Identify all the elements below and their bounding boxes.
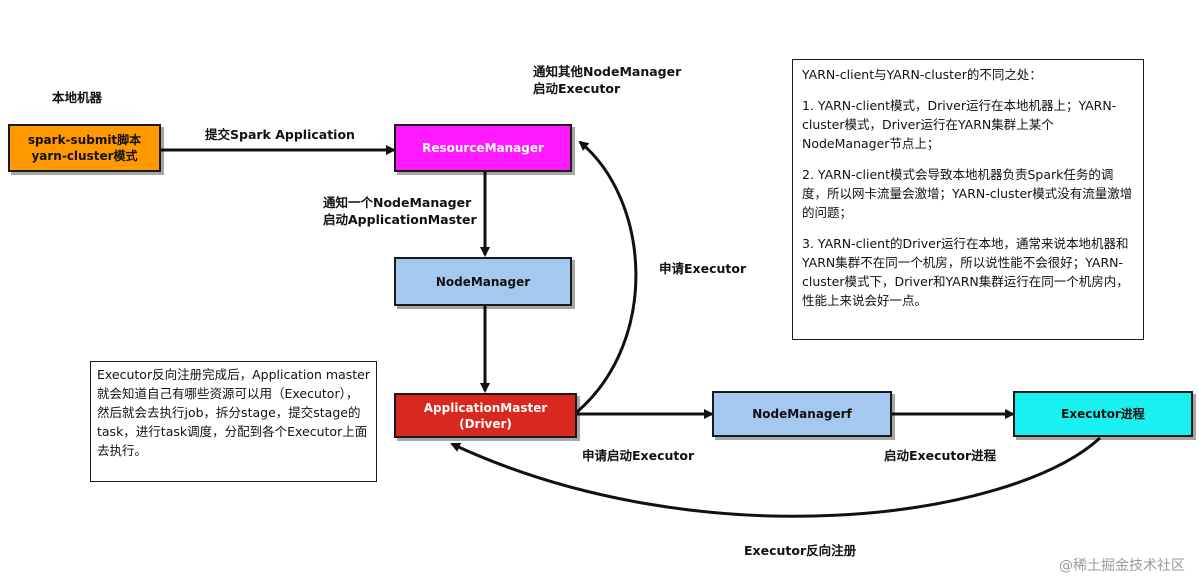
- resource-manager-node: ResourceManager: [394, 124, 572, 172]
- executor-process-node: Executor进程: [1013, 391, 1193, 437]
- start-executor-label: 启动Executor: [533, 81, 621, 96]
- note-left-text: Executor反向注册完成后，Application master就会知道自己…: [97, 367, 370, 458]
- spark-submit-line1: spark-submit脚本: [27, 133, 142, 147]
- local-machine-label: 本地机器: [52, 90, 103, 105]
- submit-application-label: 提交Spark Application: [205, 127, 355, 142]
- apply-executor-label: 申请Executor: [659, 261, 747, 276]
- arrow-applicationmaster-to-resourcemanager: [576, 140, 638, 414]
- notify-one-nodemanager-label: 通知一个NodeManager: [323, 195, 472, 210]
- note-right-point2: 2. YARN-client模式会导致本地机器负责Spark任务的调度，所以网卡…: [802, 167, 1133, 220]
- note-right-title: YARN-client与YARN-cluster的不同之处：: [802, 67, 1042, 82]
- start-executor-process-label: 启动Executor进程: [884, 448, 997, 463]
- start-applicationmaster-label: 启动ApplicationMaster: [323, 212, 477, 227]
- application-master-node: ApplicationMaster (Driver): [394, 393, 577, 438]
- application-master-line2: (Driver): [459, 416, 512, 431]
- apply-start-executor-label: 申请启动Executor: [582, 448, 695, 463]
- notify-other-nodemanager-label: 通知其他NodeManager: [533, 64, 682, 79]
- note-right-point1: 1. YARN-client模式，Driver运行在本地机器上；YARN-clu…: [802, 98, 1117, 151]
- application-master-line1: ApplicationMaster: [423, 400, 548, 415]
- spark-submit-node: spark-submit脚本 yarn-cluster模式: [8, 124, 161, 172]
- node-managerf-label: NodeManagerf: [752, 407, 852, 421]
- note-right-point3: 3. YARN-client的Driver运行在本地，通常来说本地机器和YARN…: [802, 236, 1129, 308]
- arrow-executor-to-applicationmaster: [450, 436, 1102, 518]
- executor-register-label: Executor反向注册: [744, 543, 857, 558]
- node-managerf-node: NodeManagerf: [712, 391, 892, 437]
- node-manager-label: NodeManager: [435, 274, 531, 289]
- spark-submit-line2: yarn-cluster模式: [31, 149, 138, 163]
- note-left: Executor反向注册完成后，Application master就会知道自己…: [90, 361, 377, 482]
- watermark: @稀土掘金技术社区: [1059, 558, 1185, 574]
- node-manager-node: NodeManager: [394, 257, 572, 306]
- note-right: YARN-client与YARN-cluster的不同之处： 1. YARN-c…: [792, 59, 1144, 340]
- executor-process-label: Executor进程: [1061, 407, 1145, 421]
- resource-manager-label: ResourceManager: [422, 141, 544, 155]
